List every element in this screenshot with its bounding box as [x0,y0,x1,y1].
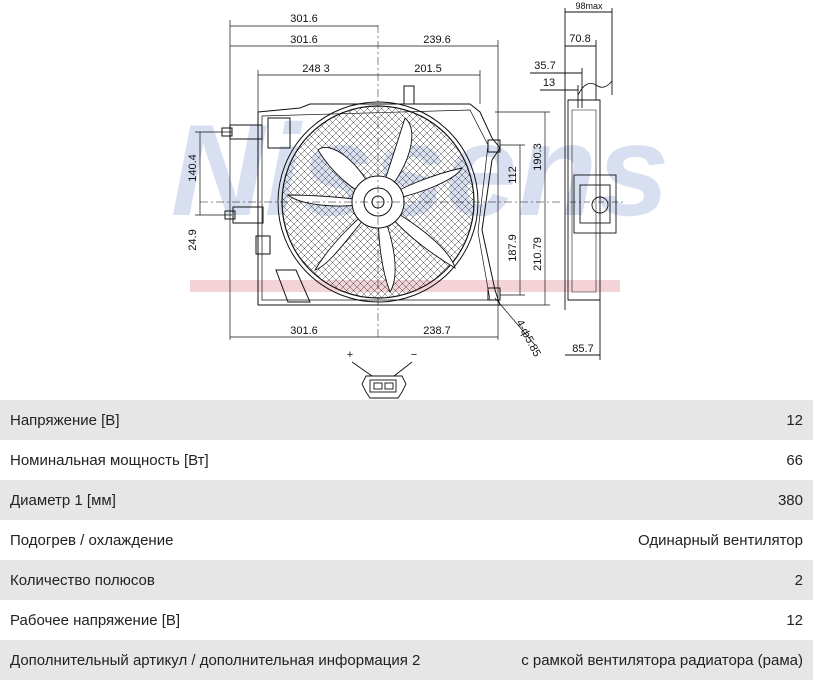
spec-value: 12 [786,611,803,629]
dim-mid-left: 248 3 [302,63,330,75]
dim-side-35: 35.7 [534,60,555,72]
spec-label: Рабочее напряжение [В] [10,611,181,629]
technical-drawing: Nissens [171,1,669,399]
dim-right-210: 210.79 [532,237,544,271]
dim-bottom-right: 238.7 [423,325,451,337]
spec-label: Диаметр 1 [мм] [10,491,116,509]
dim-mid-right: 201.5 [414,63,442,75]
side-view [530,8,625,360]
dim-side-max: 98max [575,1,603,11]
spec-row-poles: Количество полюсов 2 [0,560,813,600]
dim-right-112: 112 [507,166,519,184]
spec-row-voltage: Напряжение [В] 12 [0,400,813,440]
minus-terminal-label: − [411,349,417,361]
dim-bottom-left: 301.6 [290,325,318,337]
spec-label: Напряжение [В] [10,411,120,429]
spec-label: Номинальная мощность [Вт] [10,451,209,469]
specifications-table: Напряжение [В] 12 Номинальная мощность [… [0,400,813,680]
spec-label: Количество полюсов [10,571,155,589]
spec-row-heating-cooling: Подогрев / охлаждение Одинарный вентилят… [0,520,813,560]
spec-row-diameter: Диаметр 1 [мм] 380 [0,480,813,520]
dim-left-upper: 140.4 [187,154,199,182]
spec-value: 12 [786,411,803,429]
dim-top-left: 301.6 [290,34,318,46]
dim-side-85: 85.7 [572,343,593,355]
dim-side-70: 70.8 [569,33,590,45]
spec-row-rated-power: Номинальная мощность [Вт] 66 [0,440,813,480]
dim-right-187: 187.9 [507,234,519,262]
dim-left-lower: 24.9 [187,229,199,250]
spec-value: 66 [786,451,803,469]
plus-terminal-label: + [347,349,353,361]
spec-row-operating-voltage: Рабочее напряжение [В] 12 [0,600,813,640]
side-dimension-labels: 98max 70.8 35.7 13 85.7 [534,1,603,355]
dim-top-right: 239.6 [423,34,451,46]
electrical-connector: + − [347,349,417,399]
spec-value: 2 [794,571,803,589]
dim-top-total: 301.6 [290,13,318,25]
spec-label: Дополнительный артикул / дополнительная … [10,651,421,669]
spec-label: Подогрев / охлаждение [10,531,174,549]
spec-value: 380 [777,491,803,509]
spec-value: Одинарный вентилятор [638,531,803,549]
dim-right-190: 190.3 [532,143,544,171]
dim-side-13: 13 [543,77,555,89]
dim-holes: 4-ф5.85 [513,318,542,359]
spec-value: с рамкой вентилятора радиатора (рама) [521,651,803,669]
spec-row-additional-info: Дополнительный артикул / дополнительная … [0,640,813,680]
